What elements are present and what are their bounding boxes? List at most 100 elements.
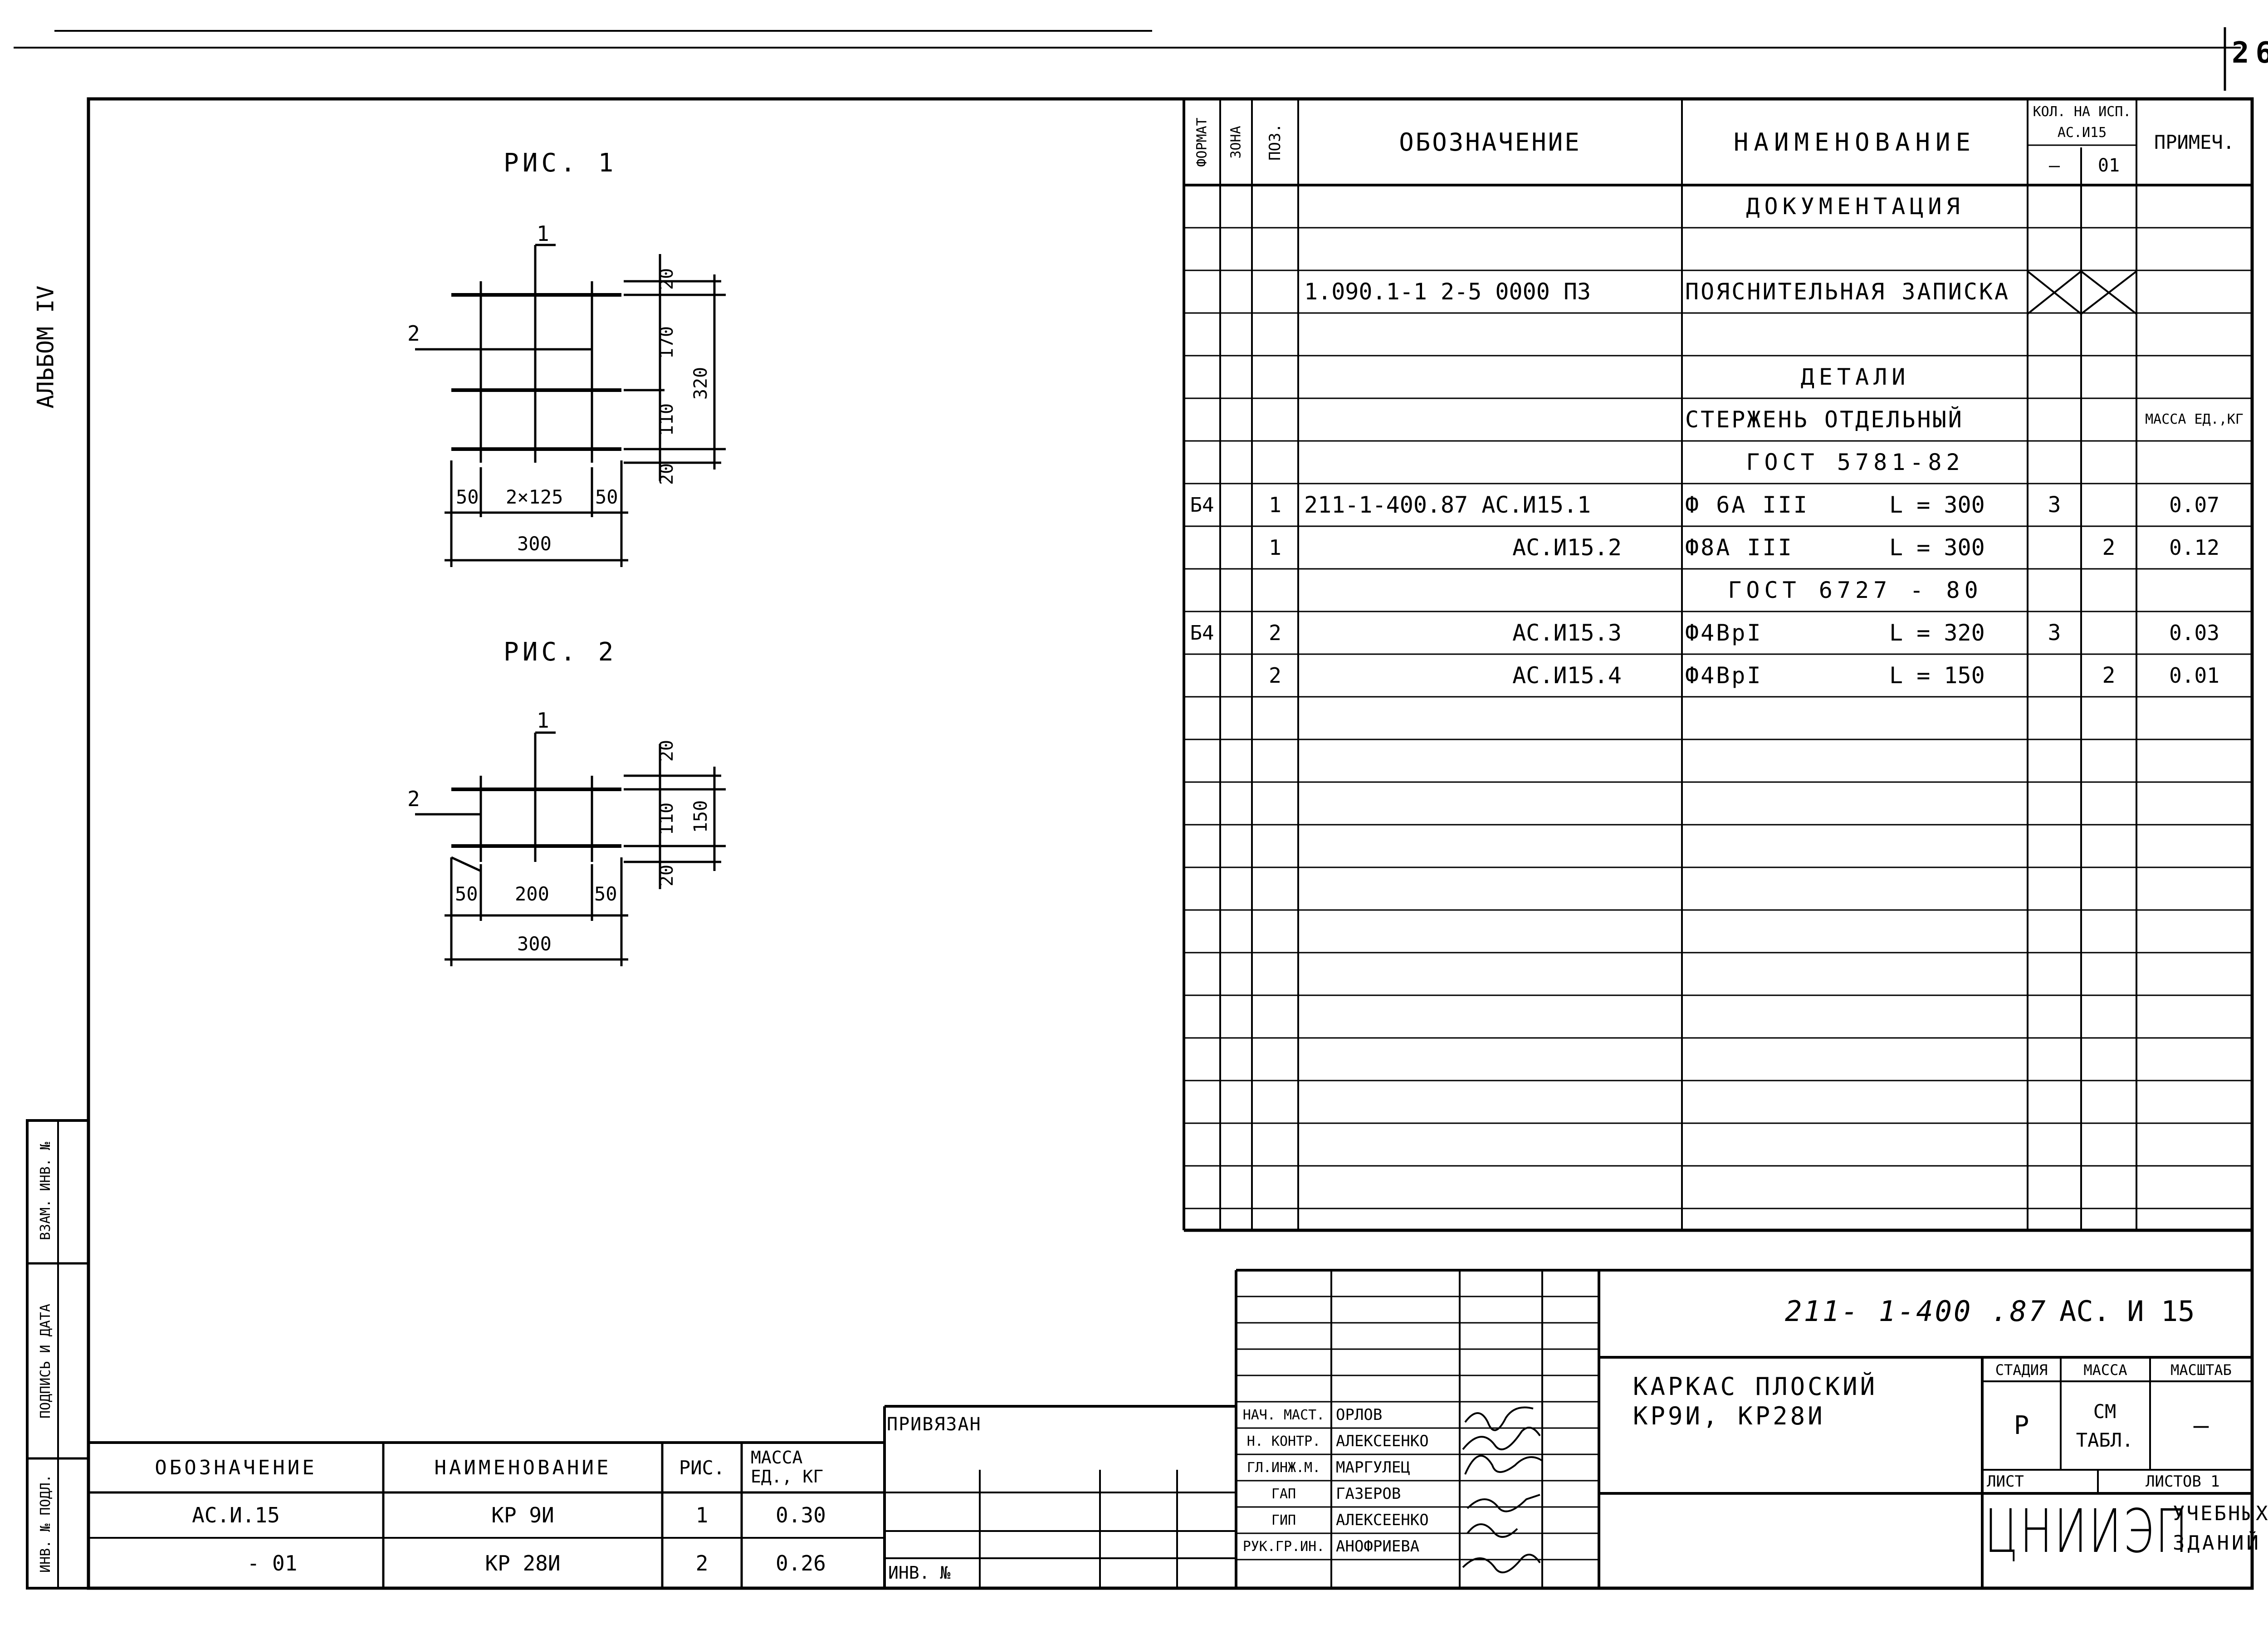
sheets-label: ЛИСТОВ 1 [2146, 1473, 2220, 1491]
spec-length-cell: L = 150 [1889, 662, 1985, 689]
spec-length-cell: L = 320 [1889, 620, 1985, 646]
spec-qty1-cell: 3 [2048, 620, 2061, 646]
spec-header-designation: ОБОЗНАЧЕНИЕ [1399, 127, 1581, 157]
spec-header-qty-sub: АС.И15 [2057, 124, 2107, 141]
variant-row2-fig: 2 [695, 1551, 709, 1575]
figure1-title: РИС. 1 [503, 148, 617, 178]
spec-header-format: ФОРМАТ [1194, 117, 1210, 167]
signatures [1462, 1406, 1543, 1574]
spec-name-cell: ГОСТ 6727 - 80 [1728, 577, 1983, 603]
spec-qty2-cell: 2 [2102, 535, 2116, 560]
figure1-dim-height: 320 [690, 367, 711, 400]
spec-format-cell: Б4 [1190, 621, 1214, 645]
figure2-dim-r1: 20 [656, 739, 677, 762]
spec-note-cell: МАССА ЕД.,КГ [2145, 411, 2244, 427]
mass-header: МАССА [2083, 1361, 2127, 1379]
variant-row1-name: КР 9И [491, 1503, 554, 1527]
staff-name: АНОФРИЕВА [1336, 1537, 1420, 1556]
staff-role: ГЛ.ИНЖ.М. [1246, 1459, 1321, 1476]
sheet-label: ЛИСТ [1987, 1473, 2024, 1491]
figure1-dim-left: 50 [456, 486, 479, 508]
spec-header-pos: ПОЗ. [1266, 123, 1284, 161]
variant-row2-designation: - 01 [247, 1551, 298, 1575]
spec-name-cell: ДЕТАЛИ [1800, 364, 1910, 390]
variant-row1-mass: 0.30 [776, 1503, 826, 1527]
staff-role: Н. КОНТР. [1246, 1433, 1321, 1449]
figure1-leader-1: 1 [537, 221, 549, 246]
spec-designation-cell: АС.И15.4 [1512, 662, 1622, 689]
staff-role: НАЧ. МАСТ. [1242, 1407, 1325, 1423]
variant-header-name: НАИМЕНОВАНИЕ [434, 1456, 611, 1479]
drawing-title-1: КАРКАС ПЛОСКИЙ [1633, 1372, 1878, 1401]
drawing-code-ac: АС. И 15 [2059, 1295, 2195, 1328]
spec-pos-cell: 2 [1269, 621, 1281, 645]
binding-title: ПРИВЯЗАН [887, 1414, 982, 1435]
figure1-dim-right: 50 [595, 486, 618, 508]
drawing-title-2: КР9И, КР28И [1633, 1402, 1825, 1430]
spec-length-cell: L = 300 [1889, 492, 1985, 518]
figure1-dim-total: 300 [517, 533, 552, 555]
mass-value: СМ ТАБЛ. [2076, 1400, 2134, 1451]
variant-row2-name: КР 28И [485, 1551, 561, 1575]
org-sub-1: УЧЕБНЫХ [2173, 1502, 2268, 1525]
staff-name: ОРЛОВ [1336, 1406, 1383, 1424]
spec-designation-cell: 1.090.1-1 2-5 0000 ПЗ [1304, 279, 1591, 305]
staff-name: МАРГУЛЕЦ [1336, 1458, 1410, 1477]
figure2-drawing [415, 731, 726, 966]
stamp-signature-date: ПОДПИСЬ И ДАТА [37, 1303, 54, 1419]
figure2-dim-left: 50 [455, 883, 478, 905]
scale-value: — [2193, 1411, 2209, 1440]
spec-designation-cell: АС.И15.3 [1512, 620, 1622, 646]
staff-name: АЛЕКСЕЕНКО [1336, 1511, 1429, 1529]
staff-name: АЛЕКСЕЕНКО [1336, 1432, 1429, 1450]
spec-pos-cell: 1 [1269, 535, 1281, 560]
page-number: 26 [2232, 36, 2268, 70]
figure2-title: РИС. 2 [503, 637, 617, 667]
binding-inv: ИНВ. № [888, 1563, 951, 1583]
spec-name-cell: Ф4ВрI [1685, 662, 1763, 689]
drawing-code: 211- 1-400 .87 [1785, 1295, 2048, 1328]
stage-header: СТАДИЯ [1995, 1361, 2048, 1379]
figure1-dim-r1: 20 [656, 268, 677, 290]
scale-header: МАСШТАБ [2170, 1361, 2232, 1379]
figure1-leader-2: 2 [407, 321, 420, 346]
figure2-dim-total: 300 [517, 933, 552, 955]
figure1-dim-mid: 2×125 [506, 486, 563, 508]
figure2-leader-2: 2 [407, 787, 420, 811]
spec-header-note: ПРИМЕЧ. [2154, 131, 2234, 153]
variant-row1-designation: АС.И.15 [192, 1503, 280, 1527]
album-label: АЛЬБОМ IV [32, 285, 59, 409]
spec-name-cell: Ф8А III [1685, 534, 1794, 561]
spec-header-qty-col1: — [2048, 155, 2060, 176]
spec-length-cell: L = 300 [1889, 534, 1985, 561]
figure1-drawing [415, 244, 726, 567]
staff-role: ГАП [1271, 1486, 1296, 1502]
figure2-dim-right: 50 [594, 883, 617, 905]
spec-name-cell: СТЕРЖЕНЬ ОТДЕЛЬНЫЙ [1685, 406, 1964, 433]
spec-note-cell: 0.03 [2169, 621, 2219, 645]
figure2-dim-mid: 200 [515, 883, 549, 905]
spec-pos-cell: 1 [1269, 493, 1281, 517]
spec-pos-cell: 2 [1269, 663, 1281, 688]
variant-header-designation: ОБОЗНАЧЕНИЕ [155, 1456, 317, 1479]
figure2-dim-height: 150 [690, 800, 711, 833]
staff-role: ГИП [1271, 1512, 1296, 1528]
spec-header-qty-col2: 01 [2097, 155, 2120, 176]
org-name: ЦНИИЭП [1984, 1497, 2190, 1566]
spec-note-cell: 0.01 [2169, 663, 2219, 688]
variant-header-mass: МАССА ЕД., КГ [751, 1448, 824, 1487]
spec-name-cell: Ф4ВрI [1685, 620, 1763, 646]
spec-note-cell: 0.12 [2169, 535, 2219, 560]
spec-designation-cell: 211-1-400.87 АС.И15.1 [1304, 492, 1591, 518]
figure2-dim-r3: 20 [656, 864, 677, 887]
figure1-dim-r2: 170 [656, 326, 677, 359]
staff-name: ГАЗЕРОВ [1336, 1485, 1401, 1503]
staff-role: РУК.ГР.ИН. [1242, 1538, 1325, 1555]
spec-note-cell: 0.07 [2169, 493, 2219, 517]
spec-qty1-cell: 3 [2048, 492, 2061, 518]
spec-qty2-cell: 2 [2102, 663, 2116, 688]
spec-header-name: НАИМЕНОВАНИЕ [1733, 127, 1976, 157]
spec-name-cell: ДОКУМЕНТАЦИЯ [1746, 193, 1965, 220]
variant-header-fig: РИС. [679, 1456, 725, 1479]
figure1-dim-r4: 20 [656, 463, 677, 485]
